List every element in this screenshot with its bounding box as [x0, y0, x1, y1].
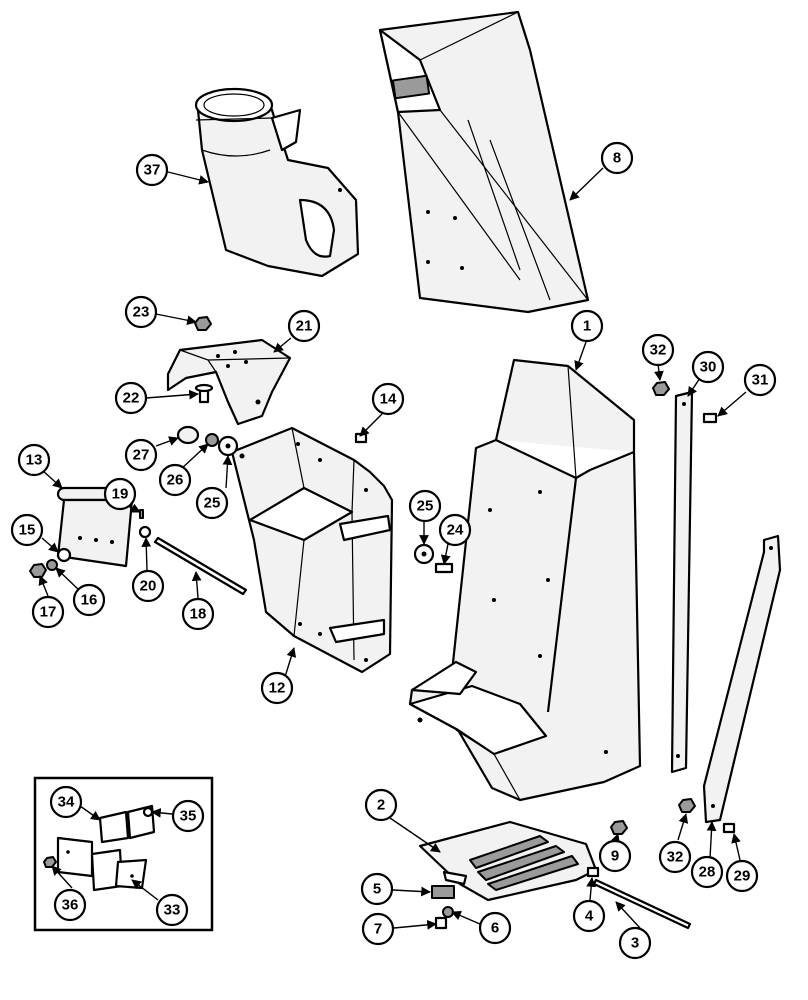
callout-label: 23 [133, 304, 150, 321]
callout: 4 [572, 899, 606, 933]
callout-label: 6 [491, 920, 499, 937]
callout: 19 [103, 477, 137, 511]
lower-rod-part [592, 878, 692, 930]
callout-label: 12 [269, 680, 286, 697]
callout-label: 20 [140, 578, 157, 595]
callout-label: 32 [667, 849, 684, 866]
callout: 15 [10, 513, 44, 547]
callout: 37 [135, 153, 169, 187]
upper-chute-part [378, 10, 590, 314]
callout: 29 [725, 859, 759, 893]
callout-label: 18 [190, 606, 207, 623]
callout: 12 [260, 671, 294, 705]
callout: 31 [743, 363, 777, 397]
callout: 32 [658, 840, 692, 874]
callout: 36 [53, 888, 87, 922]
callout: 32 [641, 333, 675, 367]
grate-part [418, 820, 598, 902]
callout: 35 [171, 799, 205, 833]
callout-label: 16 [81, 592, 98, 609]
callout-label: 1 [583, 318, 591, 335]
callout-label: 9 [611, 848, 619, 865]
callout-label: 8 [613, 150, 621, 167]
callout-label: 4 [585, 908, 594, 925]
callout: 1 [570, 309, 604, 343]
callout: 9 [598, 839, 632, 873]
callout: 28 [690, 855, 724, 889]
callout: 16 [72, 583, 106, 617]
callout-label: 15 [19, 522, 36, 539]
callout-label: 27 [133, 447, 150, 464]
callout: 24 [438, 513, 472, 547]
callout: 2 [364, 788, 398, 822]
callout-label: 13 [26, 452, 43, 469]
callout-label: 2 [377, 797, 385, 814]
callout: 14 [371, 382, 405, 416]
spout-elbow-part [194, 87, 360, 278]
callout-label: 33 [164, 902, 181, 919]
callout-label: 19 [112, 486, 129, 503]
callout: 27 [124, 438, 158, 472]
callout-label: 29 [734, 868, 751, 885]
callout-label: 25 [204, 495, 221, 512]
callout: 23 [124, 295, 158, 329]
callout: 34 [49, 785, 83, 819]
callout: 13 [17, 443, 51, 477]
callout: 6 [478, 911, 512, 945]
callout-label: 17 [40, 604, 57, 621]
callout-label: 25 [417, 498, 434, 515]
callout-label: 7 [374, 921, 382, 938]
hopper-bracket-part [230, 426, 394, 674]
callout: 8 [600, 141, 634, 175]
callout: 26 [158, 463, 192, 497]
callout-label: 5 [373, 881, 381, 898]
callout: 33 [155, 893, 189, 927]
callout: 20 [131, 569, 165, 603]
callout: 25 [408, 489, 442, 523]
callout-label: 26 [167, 472, 184, 489]
callout-label: 37 [144, 162, 161, 179]
callout-label: 36 [62, 897, 79, 914]
inset-detail [33, 776, 214, 932]
callout-label: 14 [380, 391, 397, 408]
callout-label: 35 [180, 808, 197, 825]
callout: 7 [361, 912, 395, 946]
callout-label: 24 [447, 522, 464, 539]
callout-label: 34 [58, 794, 75, 811]
callout-label: 3 [631, 935, 639, 952]
callout-label: 28 [699, 864, 716, 881]
callout-label: 22 [123, 390, 140, 407]
hardware-parts [29, 316, 736, 930]
leader-lines [38, 167, 747, 930]
long-strip-part [670, 390, 694, 774]
callout: 30 [691, 350, 725, 384]
callout: 22 [114, 381, 148, 415]
callout-label: 31 [752, 372, 769, 389]
upper-bracket-part [166, 338, 292, 426]
callout: 17 [31, 595, 65, 629]
main-chute-part [408, 358, 642, 802]
callout: 5 [360, 872, 394, 906]
callout: 3 [618, 926, 652, 960]
callout: 25 [195, 486, 229, 520]
callout-label: 30 [700, 359, 717, 376]
pivot-rod-part [153, 536, 248, 596]
callout: 21 [287, 309, 321, 343]
callout-label: 21 [296, 318, 313, 335]
callout: 18 [181, 597, 215, 631]
callout-label: 32 [650, 342, 667, 359]
brace-strip-part [702, 534, 782, 824]
